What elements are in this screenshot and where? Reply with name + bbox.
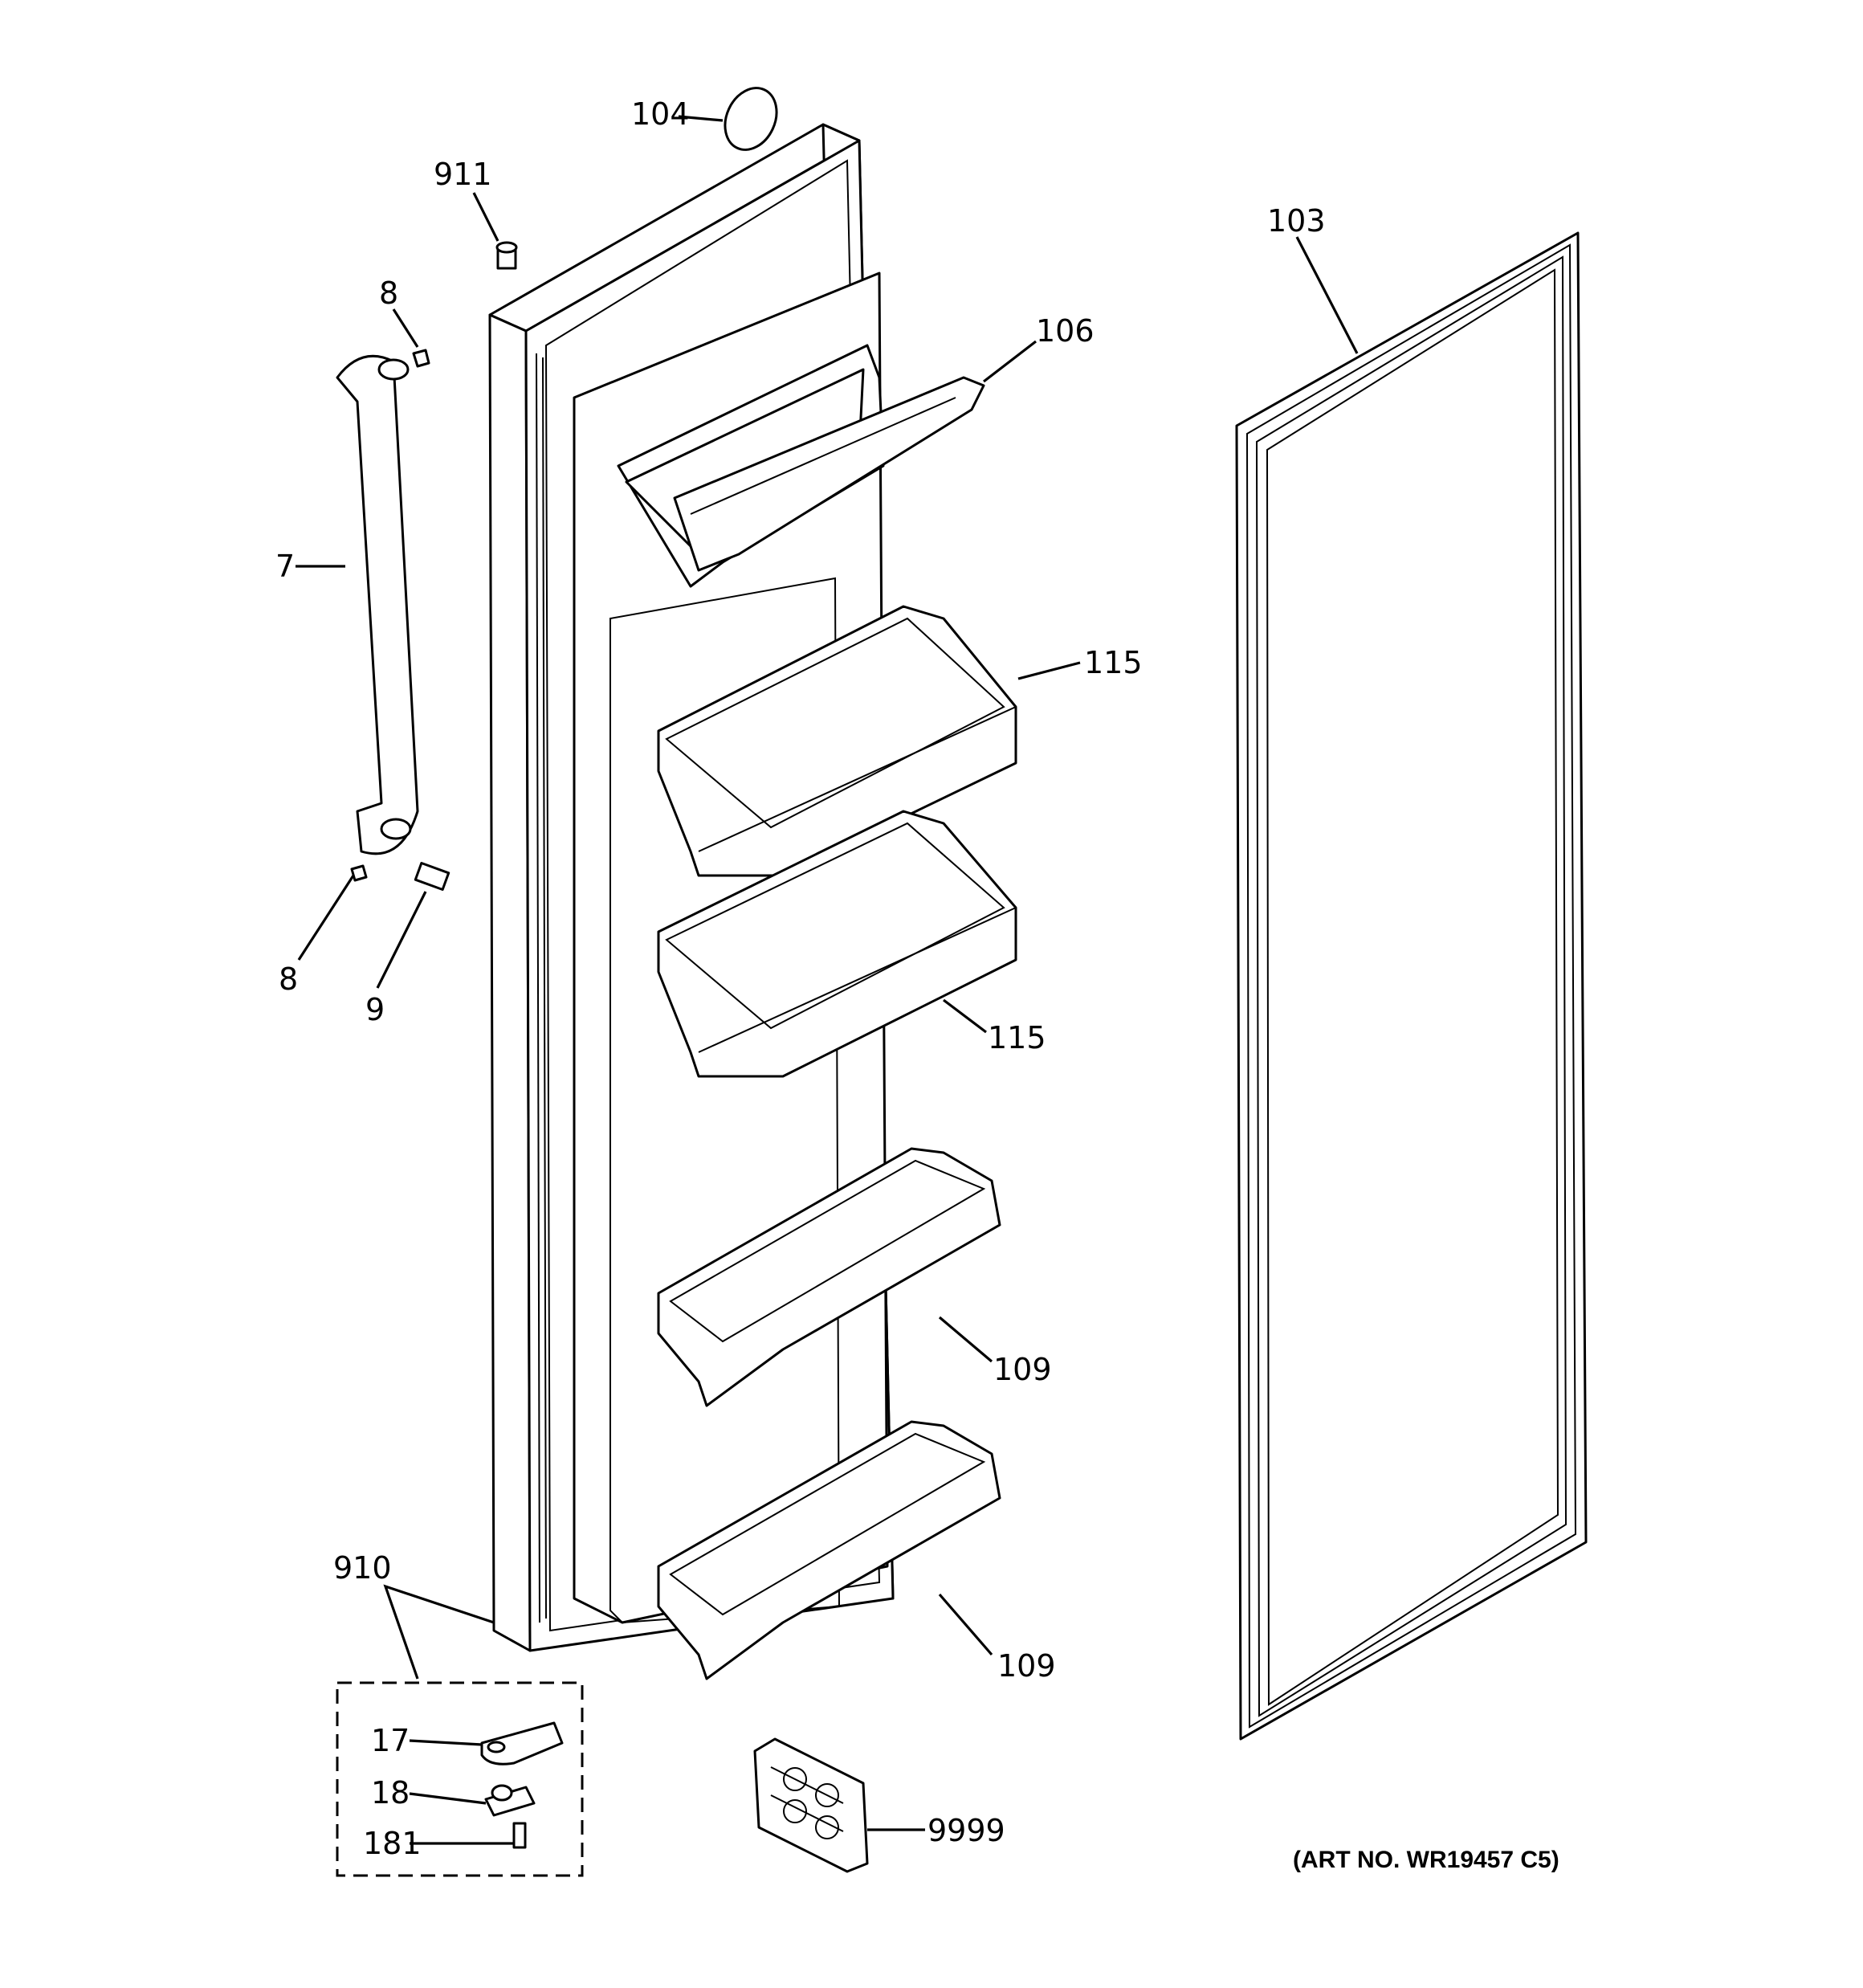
cap-part (724, 87, 778, 151)
door-handle (336, 354, 419, 855)
stud-part-9 (414, 862, 450, 891)
callout-8-bottom: 8 (279, 961, 298, 997)
callout-103: 103 (1267, 203, 1326, 239)
hinge-part-17 (480, 1721, 564, 1766)
door-bin-lower-1 (657, 1147, 1001, 1407)
callout-109-lower: 109 (997, 1648, 1056, 1684)
callout-115-upper: 115 (1084, 645, 1143, 680)
screw-part-8-bottom (350, 864, 368, 882)
hinge-bushing-part-18 (484, 1786, 536, 1817)
callout-104: 104 (631, 96, 690, 132)
egg-tray (753, 1737, 869, 1873)
callout-9: 9 (365, 992, 385, 1027)
callout-911: 911 (434, 157, 492, 192)
dairy-door (617, 344, 985, 588)
callout-115-middle: 115 (988, 1020, 1046, 1055)
callout-106: 106 (1036, 313, 1095, 349)
callout-109-upper: 109 (993, 1352, 1052, 1387)
callout-910: 910 (333, 1550, 392, 1586)
callout-181: 181 (363, 1826, 422, 1861)
door-gasket (1235, 231, 1588, 1741)
art-number: (ART NO. WR19457 C5) (1293, 1847, 1559, 1873)
screw-part-181 (512, 1822, 527, 1849)
hinge-kit-box (336, 1681, 584, 1877)
plug-part (495, 241, 518, 270)
screw-part-8-top (412, 349, 430, 368)
callout-7: 7 (275, 549, 295, 584)
door-bin-middle (657, 810, 1017, 1078)
callout-8-top: 8 (379, 276, 398, 311)
door-bin-lower-2 (657, 1420, 1001, 1680)
callout-17: 17 (371, 1723, 410, 1758)
callout-9999: 9999 (927, 1813, 1005, 1848)
callout-18: 18 (371, 1775, 410, 1810)
door-assembly (488, 123, 895, 1652)
leader-lines (296, 115, 1359, 1845)
